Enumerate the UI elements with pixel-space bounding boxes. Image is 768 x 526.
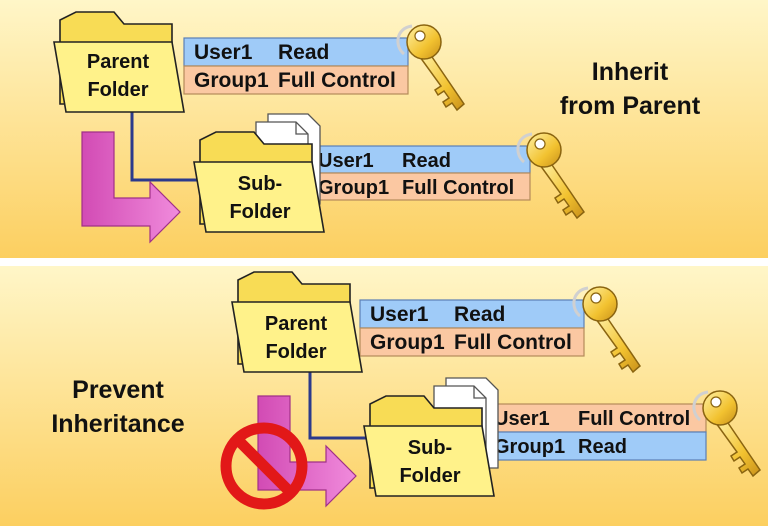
- connector-line: [130, 106, 200, 182]
- permission-row: [359, 299, 585, 329]
- principal-label: Group1: [370, 331, 445, 354]
- principal-label: User1: [318, 150, 374, 172]
- right-label: Full Control: [402, 177, 514, 199]
- permission-row: [183, 37, 409, 67]
- permission-row: [483, 431, 707, 461]
- sub-folder: Sub- Folder: [363, 395, 495, 497]
- right-label: Read: [454, 303, 505, 326]
- principal-label: Group1: [494, 436, 565, 458]
- right-label: Full Control: [454, 331, 572, 354]
- caption-line2: from Parent: [560, 92, 701, 120]
- right-label: Read: [578, 436, 627, 458]
- parent-permission-table: User1 Read Group1 Full Control: [359, 299, 585, 357]
- permission-row: [307, 172, 531, 201]
- permission-row: [359, 327, 585, 357]
- bottom-panel: User1 Read Group1 Full Control Parent Fo…: [51, 271, 762, 510]
- folder-label-line1: Parent: [265, 313, 328, 335]
- sub-folder: Sub- Folder: [193, 131, 325, 233]
- folder-label-line2: Folder: [87, 79, 148, 101]
- connector-line: [308, 368, 370, 440]
- right-label: Read: [278, 41, 329, 64]
- folder-label-line2: Folder: [399, 465, 460, 487]
- principal-label: Group1: [194, 69, 269, 92]
- caption-line1: Inherit: [592, 58, 669, 86]
- arrow-icon: [81, 131, 181, 244]
- parent-folder: Parent Folder: [231, 271, 363, 373]
- parent-folder: Parent Folder: [53, 11, 185, 113]
- principal-label: User1: [370, 303, 429, 326]
- panel-divider: [0, 258, 768, 266]
- principal-label: User1: [494, 408, 550, 430]
- permission-row: [483, 403, 707, 433]
- caption-line2: Inheritance: [51, 410, 184, 438]
- folder-label-line1: Parent: [87, 51, 150, 73]
- principal-label: User1: [194, 41, 253, 64]
- sub-permission-table: User1 Full Control Group1 Read: [483, 403, 707, 461]
- right-label: Full Control: [578, 408, 690, 430]
- principal-label: Group1: [318, 177, 389, 199]
- folder-label-line2: Folder: [229, 201, 290, 223]
- sub-permission-table: User1 Read Group1 Full Control: [307, 145, 531, 201]
- parent-permission-table: User1 Read Group1 Full Control: [183, 37, 409, 95]
- permission-row: [307, 145, 531, 174]
- permission-row: [183, 65, 409, 95]
- caption-line1: Prevent: [72, 376, 164, 404]
- right-label: Full Control: [278, 69, 396, 92]
- right-label: Read: [402, 150, 451, 172]
- folder-label-line2: Folder: [265, 341, 326, 363]
- top-panel: User1 Read Group1 Full Control Parent Fo…: [53, 11, 701, 244]
- folder-label-line1: Sub-: [408, 437, 452, 459]
- folder-label-line1: Sub-: [238, 173, 282, 195]
- no-entry-icon: [220, 422, 308, 510]
